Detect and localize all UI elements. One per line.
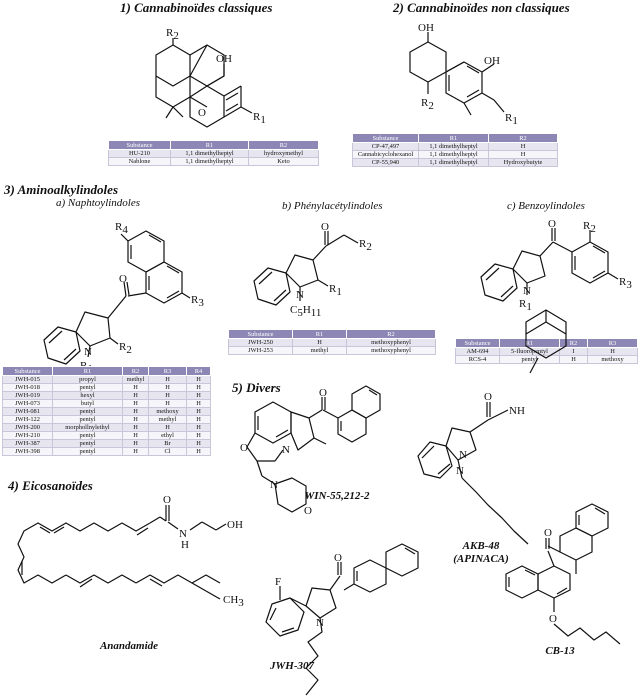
atom-oh: OH xyxy=(227,519,243,531)
atom-o: O xyxy=(240,442,248,454)
atom-n: N xyxy=(282,444,290,456)
atom-o: O xyxy=(119,273,127,285)
atom-n: N xyxy=(296,289,304,301)
atom-r2: R2 xyxy=(583,220,596,235)
atom-r1: R1 xyxy=(253,111,266,126)
table-cell: methoxyphenyl xyxy=(346,346,436,355)
atom-oh: OH xyxy=(216,53,232,65)
table-cell: methoxy xyxy=(587,355,638,364)
atom-o: O xyxy=(484,391,492,403)
table-cell: H xyxy=(186,447,211,456)
atom-r3: R3 xyxy=(191,294,204,309)
subtitle-benzoylindoles: c) Benzoylindoles xyxy=(507,200,585,212)
label-win-55212-2: WIN-55,212-2 xyxy=(304,490,370,502)
atom-pentyl: C5H11 xyxy=(290,304,321,319)
atom-o: O xyxy=(321,221,329,233)
atom-r2: R2 xyxy=(359,238,372,253)
atom-r1: R1 xyxy=(505,112,518,127)
atom-o: O xyxy=(319,387,327,399)
section-title-divers: 5) Divers xyxy=(232,380,281,395)
atom-r2: R2 xyxy=(166,27,179,42)
atom-o: O xyxy=(549,613,557,625)
atom-n: N xyxy=(456,465,464,477)
label-apinaca: (APINACA) xyxy=(453,553,509,565)
atom-r3: R3 xyxy=(619,276,632,291)
atom-n: N xyxy=(459,449,467,461)
section-title-nonclassic: 2) Cannabinoïdes non classiques xyxy=(393,0,570,15)
section-title-eicosanoids: 4) Eicosanoïdes xyxy=(8,478,93,493)
atom-f: F xyxy=(275,576,281,588)
subtitle-phenylacetylindoles: b) Phénylacétylindoles xyxy=(282,200,383,212)
section-title-classic: 1) Cannabinoïdes classiques xyxy=(120,0,273,15)
atom-nh: NH xyxy=(509,405,525,417)
atom-o: O xyxy=(544,527,552,539)
atom-n: N xyxy=(523,285,531,297)
atom-r4: R4 xyxy=(115,221,128,236)
atom-o: O xyxy=(334,552,342,564)
label-cb-13: CB-13 xyxy=(545,645,575,657)
atom-oh: OH xyxy=(418,22,434,34)
atom-ch3: CH3 xyxy=(223,594,244,609)
subtitle-naphtoylindoles: a) Naphtoylindoles xyxy=(56,197,141,209)
atom-o: O xyxy=(548,218,556,230)
label-akb-48: AKB-48 xyxy=(462,540,500,552)
atom-r1: R1 xyxy=(519,298,532,313)
atom-o: O xyxy=(198,107,206,119)
atom-r2: R2 xyxy=(421,97,434,112)
atom-o: O xyxy=(163,494,171,506)
atom-r2: R2 xyxy=(119,341,132,356)
atom-n: N xyxy=(316,617,324,629)
atom-o: O xyxy=(304,505,312,517)
table-cell: Hydroxybutyte xyxy=(488,158,558,167)
atom-n: N xyxy=(84,346,92,358)
section-title-aminoalkylindoles: 3) Aminoalkylindoles xyxy=(4,182,118,197)
atom-oh: OH xyxy=(484,55,500,67)
atom-n: N xyxy=(179,528,187,540)
atom-h: H xyxy=(181,539,189,551)
atom-n: N xyxy=(270,479,278,491)
label-anandamide: Anandamide xyxy=(99,640,159,652)
atom-r1: R1 xyxy=(329,283,342,298)
table-cell: Keto xyxy=(248,157,319,166)
label-jwh-307: JWH-307 xyxy=(270,660,314,672)
